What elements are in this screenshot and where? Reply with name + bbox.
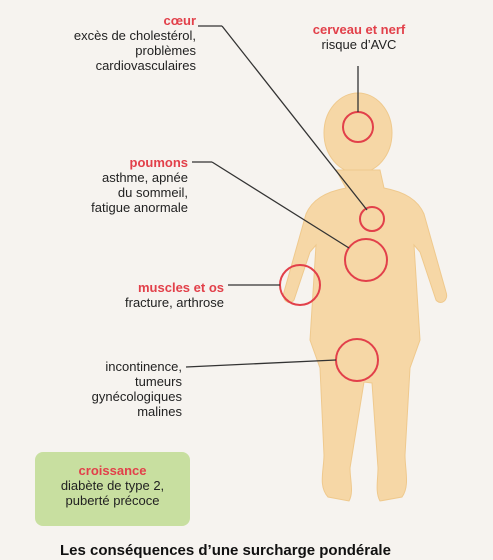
label-gyneco-line-4: malines bbox=[20, 404, 182, 419]
label-croissance-line-1: diabète de type 2, bbox=[35, 478, 190, 493]
label-gyneco-line-3: gynécologiques bbox=[20, 389, 182, 404]
label-cerveau-title: cerveau et nerf bbox=[296, 22, 422, 37]
label-cerveau-line-1: risque d’AVC bbox=[296, 37, 422, 52]
figure-caption: Les conséquences d’une surcharge pondéra… bbox=[60, 542, 493, 559]
label-croissance-title: croissance bbox=[35, 463, 190, 478]
label-croissance: croissance diabète de type 2, puberté pr… bbox=[35, 463, 190, 508]
label-gyneco-line-2: tumeurs bbox=[20, 374, 182, 389]
label-coeur-line-3: cardiovasculaires bbox=[20, 58, 196, 73]
leader-gyneco bbox=[186, 360, 336, 367]
label-poumons: poumons asthme, apnée du sommeil, fatigu… bbox=[20, 155, 188, 215]
label-poumons-line-3: fatigue anormale bbox=[20, 200, 188, 215]
label-coeur-line-1: excès de cholestérol, bbox=[20, 28, 196, 43]
label-poumons-line-1: asthme, apnée bbox=[20, 170, 188, 185]
child-silhouette bbox=[283, 93, 446, 501]
silhouette-torso bbox=[283, 170, 446, 501]
label-poumons-title: poumons bbox=[20, 155, 188, 170]
label-coeur-title: cœur bbox=[20, 13, 196, 28]
label-coeur-line-2: problèmes bbox=[20, 43, 196, 58]
croissance-box: croissance diabète de type 2, puberté pr… bbox=[35, 452, 190, 526]
label-croissance-line-2: puberté précoce bbox=[35, 493, 190, 508]
label-muscles: muscles et os fracture, arthrose bbox=[20, 280, 224, 310]
label-gyneco: incontinence, tumeurs gynécologiques mal… bbox=[20, 359, 182, 419]
label-coeur: cœur excès de cholestérol, problèmes car… bbox=[20, 13, 196, 73]
label-gyneco-line-1: incontinence, bbox=[20, 359, 182, 374]
label-muscles-line-1: fracture, arthrose bbox=[20, 295, 224, 310]
label-muscles-title: muscles et os bbox=[20, 280, 224, 295]
label-cerveau: cerveau et nerf risque d’AVC bbox=[296, 22, 422, 52]
label-poumons-line-2: du sommeil, bbox=[20, 185, 188, 200]
